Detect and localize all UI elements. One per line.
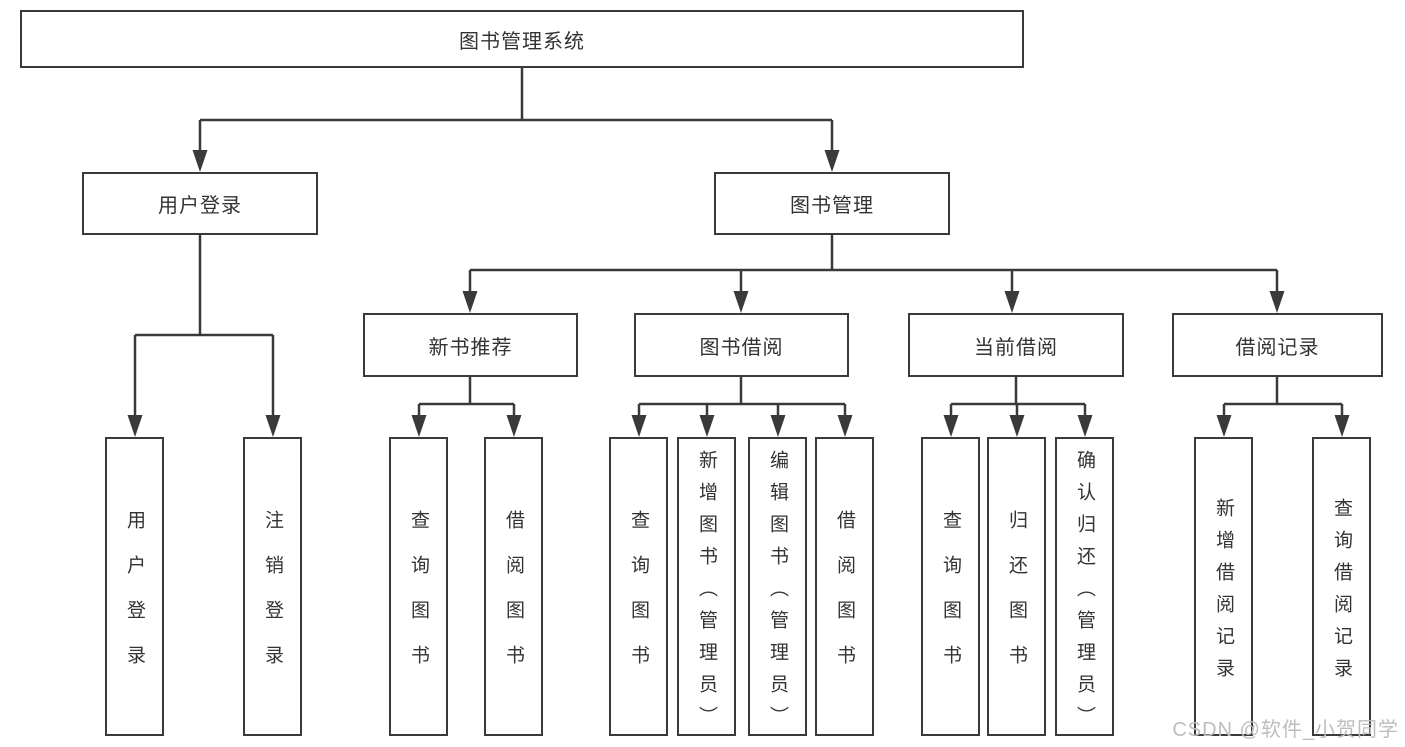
node-book-management: 图书管理 bbox=[714, 172, 950, 235]
leaf-borrow-book-1: 借阅图书 bbox=[484, 437, 543, 736]
leaf-query-book-2-label: 查询图书 bbox=[628, 509, 649, 690]
node-current-borrow-label: 当前借阅 bbox=[974, 336, 1058, 359]
leaf-borrow-book-1-label: 借阅图书 bbox=[503, 509, 524, 690]
leaf-confirm-return-admin: 确认归还（管理员） bbox=[1055, 437, 1114, 738]
leaf-query-book-3: 查询图书 bbox=[921, 437, 980, 736]
leaf-confirm-return-admin-label: 确认归还（管理员） bbox=[1074, 449, 1095, 738]
leaf-query-borrow-record-label: 查询借阅记录 bbox=[1331, 497, 1352, 690]
node-book-borrow: 图书借阅 bbox=[634, 313, 849, 377]
leaf-query-book-3-label: 查询图书 bbox=[940, 509, 961, 690]
connector-user-login-split bbox=[133, 235, 275, 416]
leaf-logout: 注销登录 bbox=[243, 437, 302, 736]
leaf-add-book-admin-label: 新增图书（管理员） bbox=[696, 449, 717, 738]
leaf-edit-book-admin-label: 编辑图书（管理员） bbox=[767, 449, 788, 738]
leaf-add-book-admin: 新增图书（管理员） bbox=[677, 437, 736, 738]
leaf-query-borrow-record: 查询借阅记录 bbox=[1312, 437, 1371, 736]
leaf-user-login: 用户登录 bbox=[105, 437, 164, 736]
node-root-label: 图书管理系统 bbox=[459, 30, 585, 53]
leaf-query-book-2: 查询图书 bbox=[609, 437, 668, 736]
leaf-query-book-1-label: 查询图书 bbox=[408, 509, 429, 690]
connector-book-borrow-split bbox=[637, 377, 847, 416]
leaf-query-book-1: 查询图书 bbox=[389, 437, 448, 736]
node-current-borrow: 当前借阅 bbox=[908, 313, 1124, 377]
node-borrow-record-label: 借阅记录 bbox=[1235, 336, 1320, 359]
node-borrow-record: 借阅记录 bbox=[1172, 313, 1383, 377]
connector-root-to-level2 bbox=[198, 68, 834, 150]
node-new-book-recommend: 新书推荐 bbox=[363, 313, 578, 377]
leaf-return-book: 归还图书 bbox=[987, 437, 1046, 736]
connector-borrow-record-split bbox=[1222, 377, 1344, 416]
leaf-borrow-book-2-label: 借阅图书 bbox=[834, 509, 855, 690]
connector-book-mgmt-split bbox=[468, 235, 1279, 292]
leaf-return-book-label: 归还图书 bbox=[1006, 509, 1027, 690]
connector-current-borrow-split bbox=[949, 377, 1087, 416]
leaf-logout-label: 注销登录 bbox=[262, 509, 283, 690]
node-user-login: 用户登录 bbox=[82, 172, 318, 235]
leaf-user-login-label: 用户登录 bbox=[124, 509, 145, 690]
node-new-book-recommend-label: 新书推荐 bbox=[428, 336, 513, 359]
connector-new-book-split bbox=[417, 377, 516, 416]
node-book-management-label: 图书管理 bbox=[790, 195, 874, 217]
leaf-add-borrow-record: 新增借阅记录 bbox=[1194, 437, 1253, 736]
leaf-edit-book-admin: 编辑图书（管理员） bbox=[748, 437, 807, 738]
watermark-text: CSDN @软件_小贺同学 bbox=[1172, 719, 1399, 741]
node-book-borrow-label: 图书借阅 bbox=[699, 336, 784, 359]
leaf-add-borrow-record-label: 新增借阅记录 bbox=[1213, 497, 1234, 690]
leaf-borrow-book-2: 借阅图书 bbox=[815, 437, 874, 736]
node-user-login-label: 用户登录 bbox=[158, 195, 242, 217]
node-root: 图书管理系统 bbox=[20, 10, 1024, 68]
